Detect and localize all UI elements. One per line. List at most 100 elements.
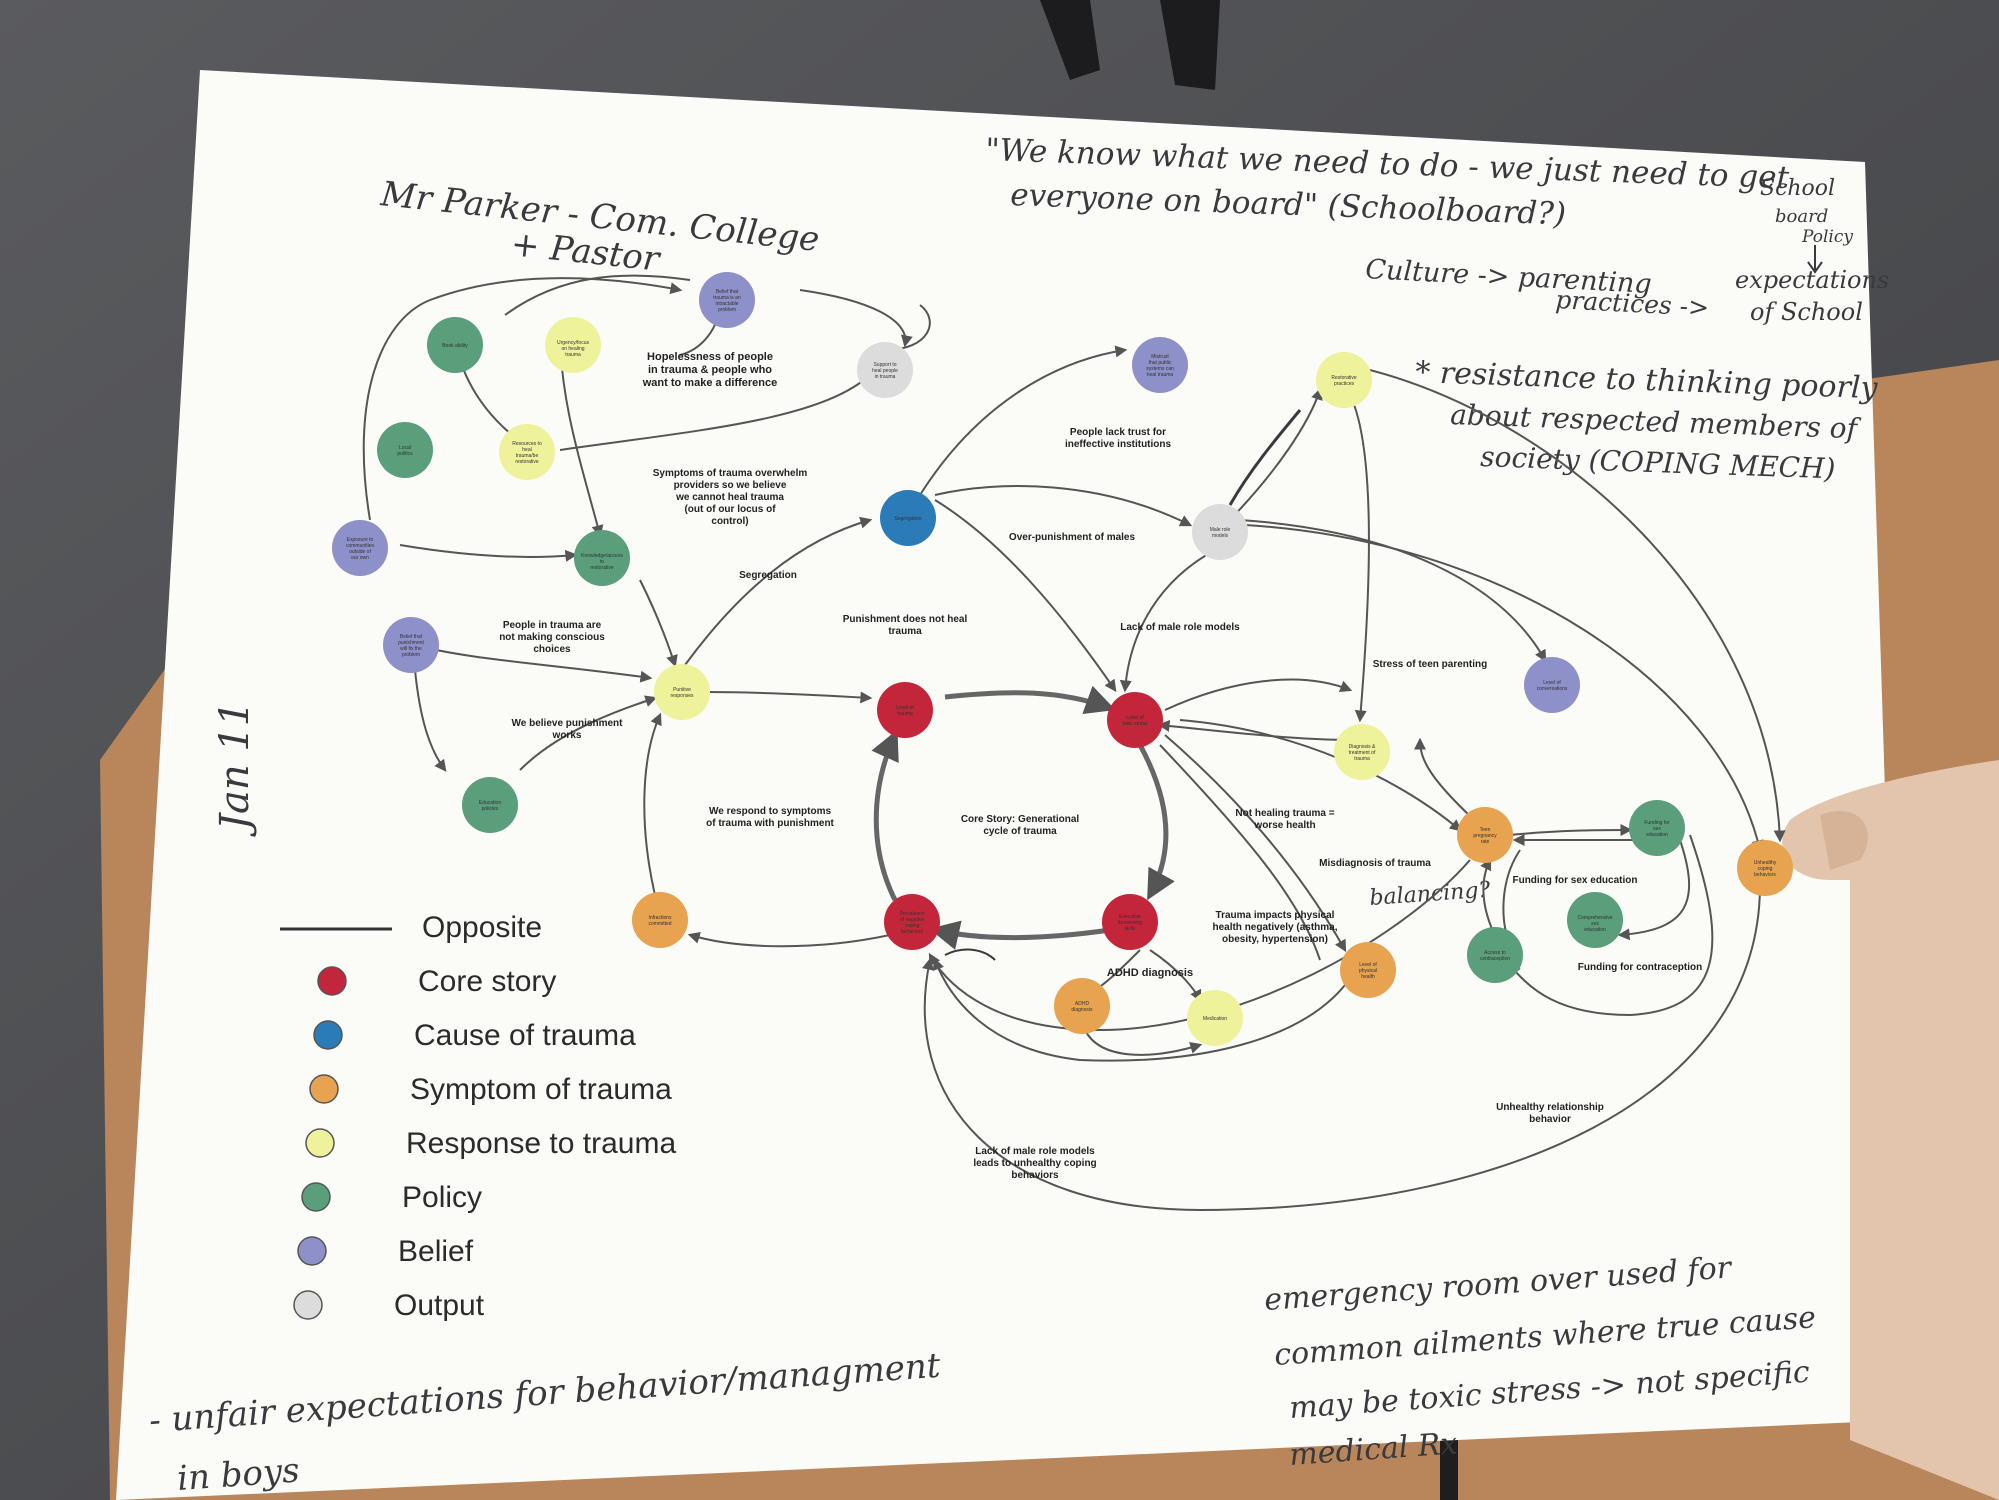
paper-sheet [116, 70, 1905, 1500]
thumb [1820, 811, 1868, 870]
handdrawn-scribble [1228, 409, 1302, 506]
edge-label: Lack of male role models [1120, 622, 1240, 633]
edge-label: Funding for sex education [1512, 875, 1637, 886]
edge-label: We believe punishment [512, 718, 624, 729]
diagram-node: Medication [1187, 990, 1243, 1046]
connector [799, 289, 913, 348]
node-label: heal people [872, 368, 898, 374]
legend-item: Response to trauma [305, 1127, 676, 1160]
node-label: pregnancy [1473, 833, 1497, 839]
node-label: politics [397, 451, 413, 457]
edge-label: Hopelessness of people [647, 351, 773, 363]
edge-label: Trauma impacts physical [1216, 910, 1335, 921]
node-label: punishment [398, 640, 424, 646]
legend-item: Output [293, 1289, 485, 1322]
edge-label: behavior [1529, 1114, 1571, 1125]
connector [934, 499, 1117, 692]
edge-label: leads to unhealthy coping [973, 1158, 1096, 1169]
node-label: trauma [897, 711, 913, 717]
node-label: coping [1758, 866, 1773, 872]
legend-swatch [309, 1074, 339, 1104]
node-label: physical [1359, 968, 1377, 974]
node-label: restorative [590, 565, 614, 571]
node-label: Resources to [512, 441, 542, 447]
edge-label: worse health [1253, 820, 1315, 831]
center-label: Core Story: Generational [961, 814, 1080, 825]
node-label: Punitive [673, 687, 691, 693]
legend-label: Cause of trauma [414, 1019, 636, 1052]
node-label: restorative [515, 459, 539, 465]
node-circle [1567, 892, 1623, 948]
note-expectations: expectations [1735, 266, 1889, 294]
node-circle [1524, 657, 1580, 713]
connector [1084, 1029, 1203, 1056]
node-circle [427, 317, 483, 373]
edge-label: ineffective institutions [1065, 439, 1172, 450]
node-label: on healing [561, 346, 584, 352]
edge-label: trauma [888, 626, 922, 637]
edge-label: want to make a difference [642, 377, 778, 389]
node-label: diagnosis [1071, 1007, 1093, 1013]
connector [559, 373, 872, 451]
legend-item: Core story [317, 965, 556, 998]
connector [1157, 719, 1356, 741]
connector [928, 859, 1471, 1032]
connector [1119, 549, 1216, 693]
node-label: Education [479, 800, 501, 806]
node-circle [857, 342, 913, 398]
legend-label: Opposite [422, 911, 542, 944]
edge-label: Unhealthy relationship [1496, 1102, 1604, 1113]
node-circle [499, 424, 555, 480]
note-date: Jan 11 [212, 701, 258, 837]
connector [1244, 524, 1764, 853]
node-label: Teen [1480, 827, 1491, 833]
note-in-boys: in boys [176, 1451, 301, 1499]
connector [639, 579, 678, 668]
node-label: sex [1653, 826, 1661, 832]
connector [1159, 744, 1321, 961]
node-label: sex [1591, 921, 1599, 927]
node-label: responses [670, 693, 694, 699]
connector [1219, 387, 1323, 531]
node-label: education [1646, 832, 1668, 838]
node-label: Male role [1210, 527, 1231, 533]
node-label: Comprehensive [1577, 915, 1612, 921]
node-circle [332, 520, 388, 576]
edge-label: behaviors [1011, 1170, 1059, 1181]
node-circle [545, 317, 601, 373]
node-label: models [1212, 533, 1229, 539]
node-circle [1737, 840, 1793, 896]
legend-item: Cause of trauma [313, 1019, 636, 1052]
legend-swatch [297, 1236, 327, 1266]
edge-label: Funding for contraception [1578, 962, 1702, 973]
edge-label: Lack of male role models [975, 1146, 1095, 1157]
edge-label: ADHD diagnosis [1107, 967, 1193, 979]
node-label: treatment of [1349, 750, 1376, 756]
node-circle [377, 422, 433, 478]
node-label: Mistrust [1151, 354, 1169, 360]
note-school: School [1760, 176, 1835, 201]
connector [1369, 369, 1786, 843]
core-arrow [1137, 743, 1175, 901]
legend-swatch [313, 1020, 343, 1050]
node-label: in trauma [875, 374, 896, 380]
node-label: Prevalence [899, 911, 924, 917]
edge-label: not making conscious [499, 632, 605, 643]
connector [919, 345, 1128, 496]
edge-label: Stress of teen parenting [1373, 659, 1487, 670]
node-circle [1054, 978, 1110, 1034]
connector [1617, 839, 1691, 941]
edge-label: choices [533, 644, 571, 655]
